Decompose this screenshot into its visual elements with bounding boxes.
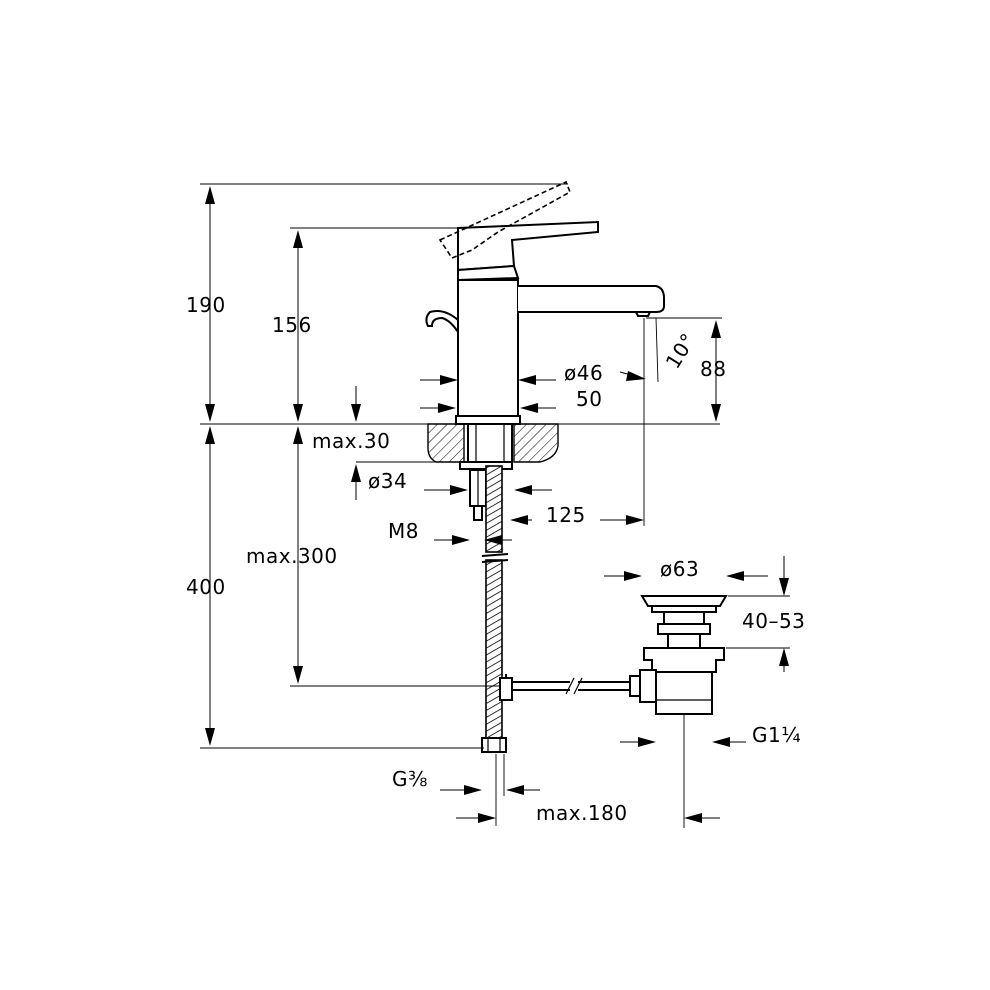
dim-spout-angle: 10° bbox=[661, 329, 701, 373]
popup-rod-linkage bbox=[499, 674, 632, 701]
dim-hose-thread: G⅜ bbox=[392, 767, 428, 791]
dim-waste-diameter: ø63 bbox=[660, 557, 699, 581]
dim-waste-thread: G1¼ bbox=[752, 723, 801, 747]
under-deck-fixings bbox=[459, 423, 513, 753]
dim-body-diameter: ø46 bbox=[564, 361, 603, 385]
popup-waste bbox=[629, 595, 728, 828]
dim-total-height: 190 bbox=[186, 293, 226, 317]
dim-waste-range: 40–53 bbox=[742, 609, 805, 633]
dim-hole-diameter: ø34 bbox=[368, 469, 407, 493]
dim-max-deck-thickness: max.30 bbox=[312, 429, 390, 453]
dim-max-hose-drop: max.300 bbox=[246, 544, 338, 568]
dim-spout-reach: 125 bbox=[546, 503, 586, 527]
faucet-body bbox=[425, 180, 665, 425]
dimension-lines bbox=[205, 186, 790, 823]
extension-lines bbox=[200, 183, 722, 826]
dim-spout-height: 156 bbox=[272, 313, 312, 337]
dim-stud-thread: M8 bbox=[388, 519, 419, 543]
countertop-section bbox=[200, 423, 720, 463]
dimension-labels: 190 156 400 max.300 max.30 ø34 M8 ø46 50… bbox=[186, 293, 805, 825]
dim-max-rod-reach: max.180 bbox=[536, 801, 628, 825]
dim-clearance-height: 88 bbox=[700, 357, 726, 381]
dim-below-deck-height: 400 bbox=[186, 575, 226, 599]
dim-base-width: 50 bbox=[576, 387, 602, 411]
